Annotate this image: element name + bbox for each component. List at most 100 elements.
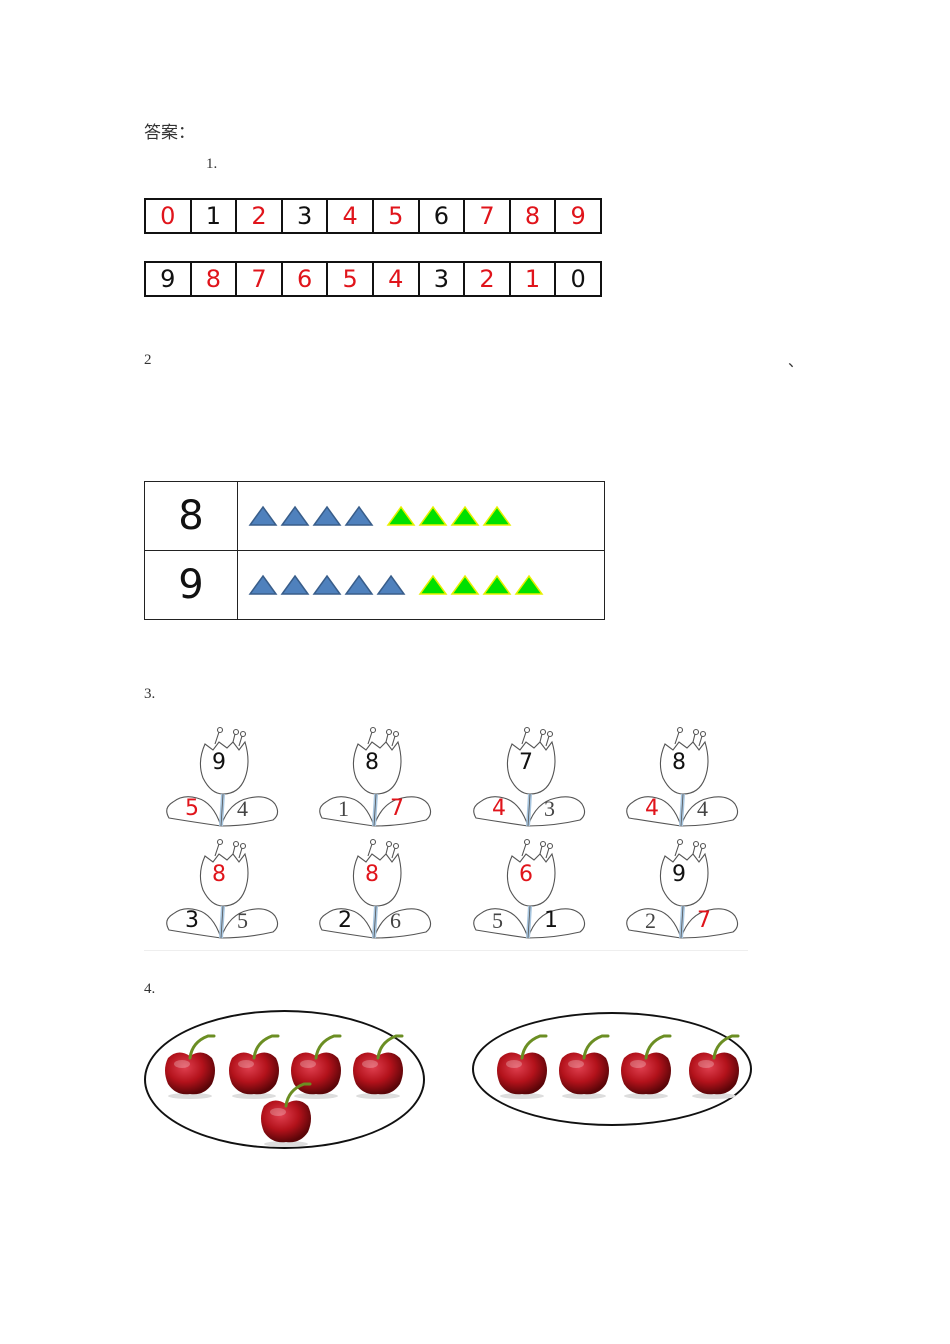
flower-right-number: 6: [390, 908, 401, 933]
green-triangle-icon: [450, 505, 480, 526]
number-cell: 1: [192, 200, 238, 232]
flower-top-number: 6: [519, 862, 533, 887]
answer-heading: 答案：: [144, 123, 195, 143]
flower-left-number: 5: [492, 908, 503, 933]
cherry-icon: [616, 1030, 676, 1100]
flower-icon: [166, 838, 279, 939]
flower-right-number: 4: [697, 796, 708, 821]
number-cell: 0: [570, 265, 586, 293]
blue-triangle-icon: [280, 505, 310, 526]
blue-triangle-icon: [248, 505, 278, 526]
blue-triangle-icon: [312, 574, 342, 595]
row-number: 9: [145, 550, 238, 619]
flower-left-number: 4: [645, 796, 659, 821]
cherry-icon: [492, 1030, 552, 1100]
number-cell: 3: [420, 263, 466, 295]
flower-top-number: 8: [365, 750, 379, 775]
green-triangle-icon: [418, 574, 448, 595]
flower-icon: [626, 726, 739, 827]
number-cell: 1: [511, 263, 557, 295]
number-cell: 8: [192, 263, 238, 295]
cherry-icon: [348, 1030, 408, 1100]
flower-icon: [166, 726, 279, 827]
cherry-icon: [554, 1030, 614, 1100]
number-cell: 6: [420, 200, 466, 232]
flower-top-number: 8: [212, 862, 226, 887]
number-cell: 5: [374, 200, 420, 232]
number-cell: 2: [465, 263, 511, 295]
flower-icon: [473, 838, 586, 939]
section-divider: [144, 950, 748, 951]
cherry-icon: [256, 1078, 316, 1148]
flower-top-number: 8: [672, 750, 686, 775]
number-cell: 6: [283, 263, 329, 295]
flower-left-number: 2: [338, 908, 352, 933]
number-cell: 5: [328, 263, 374, 295]
flower-icon: [473, 726, 586, 827]
blue-triangle-icon: [344, 505, 374, 526]
flower-left-number: 3: [185, 908, 199, 933]
number-cell: 7: [465, 200, 511, 232]
flower-icon: [626, 838, 739, 939]
number-cell: 0: [146, 200, 192, 232]
blue-triangle-icon: [280, 574, 310, 595]
number-cell: 4: [374, 263, 420, 295]
flower-top-number: 8: [365, 862, 379, 887]
green-triangle-icon: [482, 505, 512, 526]
flower-left-number: 1: [338, 796, 349, 821]
flower-top-number: 7: [519, 750, 533, 775]
flower-right-number: 3: [544, 796, 555, 821]
number-cell: 4: [328, 200, 374, 232]
blue-triangle-icon: [248, 574, 278, 595]
number-cell: 9: [570, 202, 586, 230]
row-number: 8: [145, 482, 238, 550]
number-cell: 8: [511, 200, 557, 232]
blue-triangle-icon: [344, 574, 374, 595]
flower-right-number: 1: [544, 908, 558, 933]
flower-right-number: 7: [697, 908, 711, 933]
green-triangle-icon: [482, 574, 512, 595]
flower-icon: [319, 838, 432, 939]
number-cell: 7: [237, 263, 283, 295]
green-triangle-icon: [514, 574, 544, 595]
flower-right-number: 5: [237, 908, 248, 933]
flower-right-number: 7: [390, 796, 404, 821]
cherry-group-oval-1: [144, 1010, 425, 1149]
number-cell: 9: [146, 263, 192, 295]
triangle-group: [238, 551, 604, 620]
green-triangle-icon: [450, 574, 480, 595]
flower-right-number: 4: [237, 796, 248, 821]
green-triangle-icon: [418, 505, 448, 526]
flower-top-number: 9: [212, 750, 226, 775]
section-2-label: 2: [144, 352, 152, 368]
flower-left-number: 2: [645, 908, 656, 933]
section-3-label: 3.: [144, 686, 156, 702]
cherry-icon: [684, 1030, 744, 1100]
triangle-table: 8 9: [144, 481, 605, 620]
enumeration-comma: 、: [788, 354, 804, 370]
blue-triangle-icon: [376, 574, 406, 595]
green-triangle-icon: [386, 505, 416, 526]
flower-left-number: 5: [185, 796, 199, 821]
blue-triangle-icon: [312, 505, 342, 526]
flower-top-number: 9: [672, 862, 686, 887]
section-1-label: 1.: [206, 156, 218, 172]
triangle-group: [238, 482, 604, 550]
cherry-group-oval-2: [472, 1012, 752, 1126]
number-cell: 2: [237, 200, 283, 232]
triangle-row-8: 8: [145, 482, 604, 551]
flower-icon: [319, 726, 432, 827]
cherry-icon: [224, 1030, 284, 1100]
number-cell: 3: [283, 200, 329, 232]
section-4-label: 4.: [144, 981, 156, 997]
